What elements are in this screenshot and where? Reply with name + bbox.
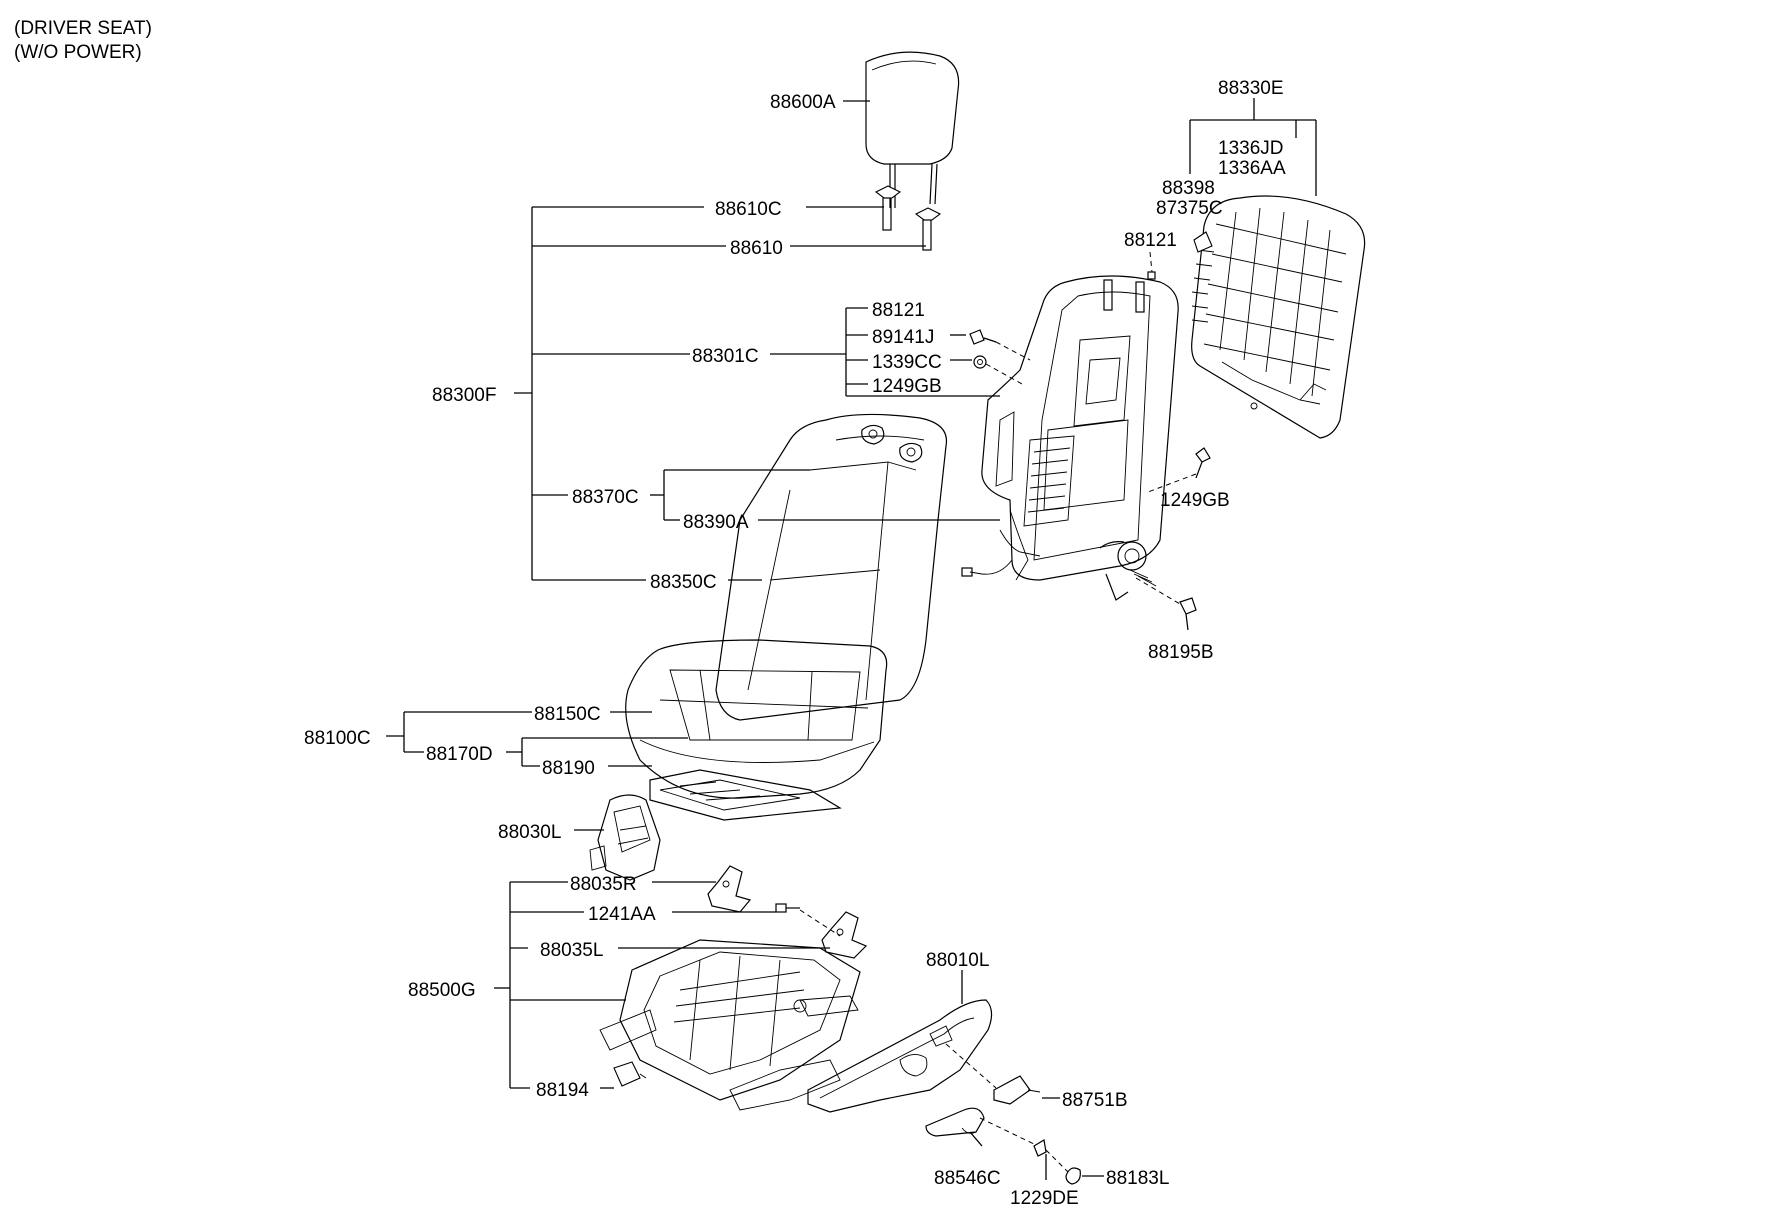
label-88100C: 88100C xyxy=(304,728,371,749)
leader-lines xyxy=(386,98,1317,1180)
side-shield-drawing xyxy=(589,794,661,881)
label-88035L: 88035L xyxy=(540,940,603,961)
seatback-frame-drawing xyxy=(961,275,1179,601)
label-88121-left: 88121 xyxy=(872,300,925,321)
label-88121-right: 88121 xyxy=(1124,230,1177,251)
label-1241AA: 1241AA xyxy=(588,904,656,925)
fastener-drawings xyxy=(969,271,1211,631)
header-without-power: (W/O POWER) xyxy=(14,42,142,63)
label-88751B: 88751B xyxy=(1062,1090,1128,1111)
label-88170D: 88170D xyxy=(426,744,493,765)
label-88183L: 88183L xyxy=(1106,1168,1169,1189)
label-1249GB-right: 1249GB xyxy=(1160,490,1230,511)
label-88194: 88194 xyxy=(536,1080,589,1101)
label-88350C: 88350C xyxy=(650,572,717,593)
label-88398: 88398 xyxy=(1162,178,1215,199)
seatback-cover-drawing xyxy=(715,413,948,721)
label-88546C: 88546C xyxy=(934,1168,1001,1189)
label-89141J: 89141J xyxy=(872,327,934,348)
label-88150C: 88150C xyxy=(534,704,601,725)
label-88600A: 88600A xyxy=(770,92,836,113)
label-88195B: 88195B xyxy=(1148,642,1214,663)
label-88500G: 88500G xyxy=(408,980,476,1001)
label-1249GB-left: 1249GB xyxy=(872,376,942,397)
header-driver-seat: (DRIVER SEAT) xyxy=(14,18,152,39)
label-88300F: 88300F xyxy=(432,385,496,406)
label-88370C: 88370C xyxy=(572,487,639,508)
label-88190: 88190 xyxy=(542,758,595,779)
label-1336AA: 1336AA xyxy=(1218,158,1286,179)
label-88610: 88610 xyxy=(730,238,783,259)
label-88035R: 88035R xyxy=(570,874,637,895)
side-cover-drawing xyxy=(807,999,1081,1185)
label-1229DE: 1229DE xyxy=(1010,1188,1079,1209)
back-panel-drawing xyxy=(1191,195,1366,439)
label-88330E: 88330E xyxy=(1218,78,1284,99)
label-87375C: 87375C xyxy=(1156,198,1223,219)
seat-track-drawing xyxy=(599,939,861,1111)
label-88610C: 88610C xyxy=(715,199,782,220)
bracket-drawing xyxy=(707,865,868,959)
label-1336JD: 1336JD xyxy=(1218,138,1284,159)
label-88030L: 88030L xyxy=(498,822,561,843)
headrest-drawing xyxy=(865,51,960,251)
label-88301C: 88301C xyxy=(692,346,759,367)
label-88390A: 88390A xyxy=(683,512,749,533)
part-labels: 88600A 88610C 88610 88300F 88301C 88121 … xyxy=(304,78,1286,1209)
label-88010L: 88010L xyxy=(926,950,989,971)
seat-cushion-drawing xyxy=(625,639,888,821)
label-1339CC: 1339CC xyxy=(872,352,942,373)
